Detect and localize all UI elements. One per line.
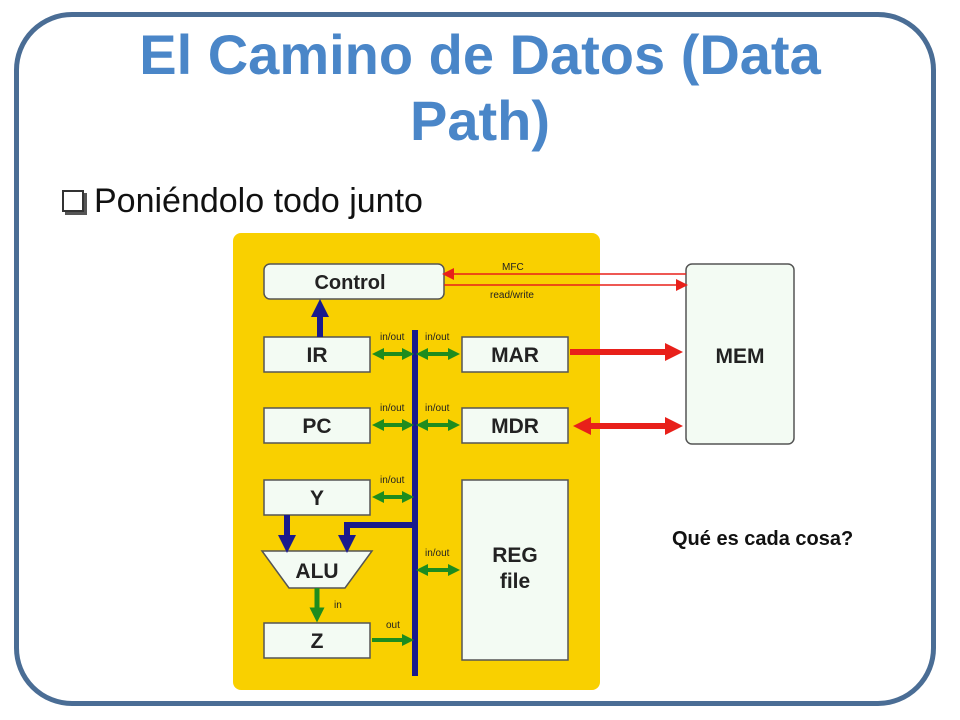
alu-block [260, 550, 374, 589]
z-out-label: out [386, 620, 400, 631]
control-label: Control [314, 272, 385, 294]
mdr-in-out-label: in/out [425, 403, 450, 414]
bullet-text: Poniéndolo todo junto [94, 181, 423, 220]
ir-in-out-label: in/out [380, 332, 405, 343]
reg-file-block [461, 479, 569, 661]
reg-file-in-out-label: in/out [425, 548, 450, 559]
pc-label: PC [302, 415, 331, 438]
pc-block [263, 407, 371, 444]
bus-to-alu-arrow [338, 522, 415, 553]
y-label: Y [310, 487, 324, 510]
pc-in-out-label: in/out [380, 403, 405, 414]
mem-block [685, 263, 795, 445]
y-block [263, 479, 371, 516]
read-write-label: read/write [490, 290, 534, 301]
control-block [263, 263, 445, 300]
checkbox-bullet-icon [62, 190, 84, 212]
z-in-label: in [334, 600, 342, 611]
ir-label: IR [307, 344, 328, 367]
reg-file-label-line1: REG [492, 544, 538, 567]
mdr-block [461, 407, 569, 444]
mar-label: MAR [491, 344, 539, 367]
z-block [263, 622, 371, 659]
mfc-label: MFC [502, 262, 524, 273]
reg-file-label-line2: file [500, 570, 530, 593]
alu-label: ALU [295, 560, 338, 583]
mar-in-out-label: in/out [425, 332, 450, 343]
mem-label: MEM [716, 345, 765, 368]
ir-block [263, 336, 371, 373]
z-label: Z [311, 630, 324, 653]
slide-title: El Camino de Datos (Data Path) [139, 23, 821, 152]
mar-block [461, 336, 569, 373]
question-text: Qué es cada cosa? [672, 528, 854, 550]
y-in-out-label: in/out [380, 475, 405, 486]
mdr-label: MDR [491, 415, 539, 438]
bullet-item: Poniéndolo todo junto [62, 176, 423, 226]
